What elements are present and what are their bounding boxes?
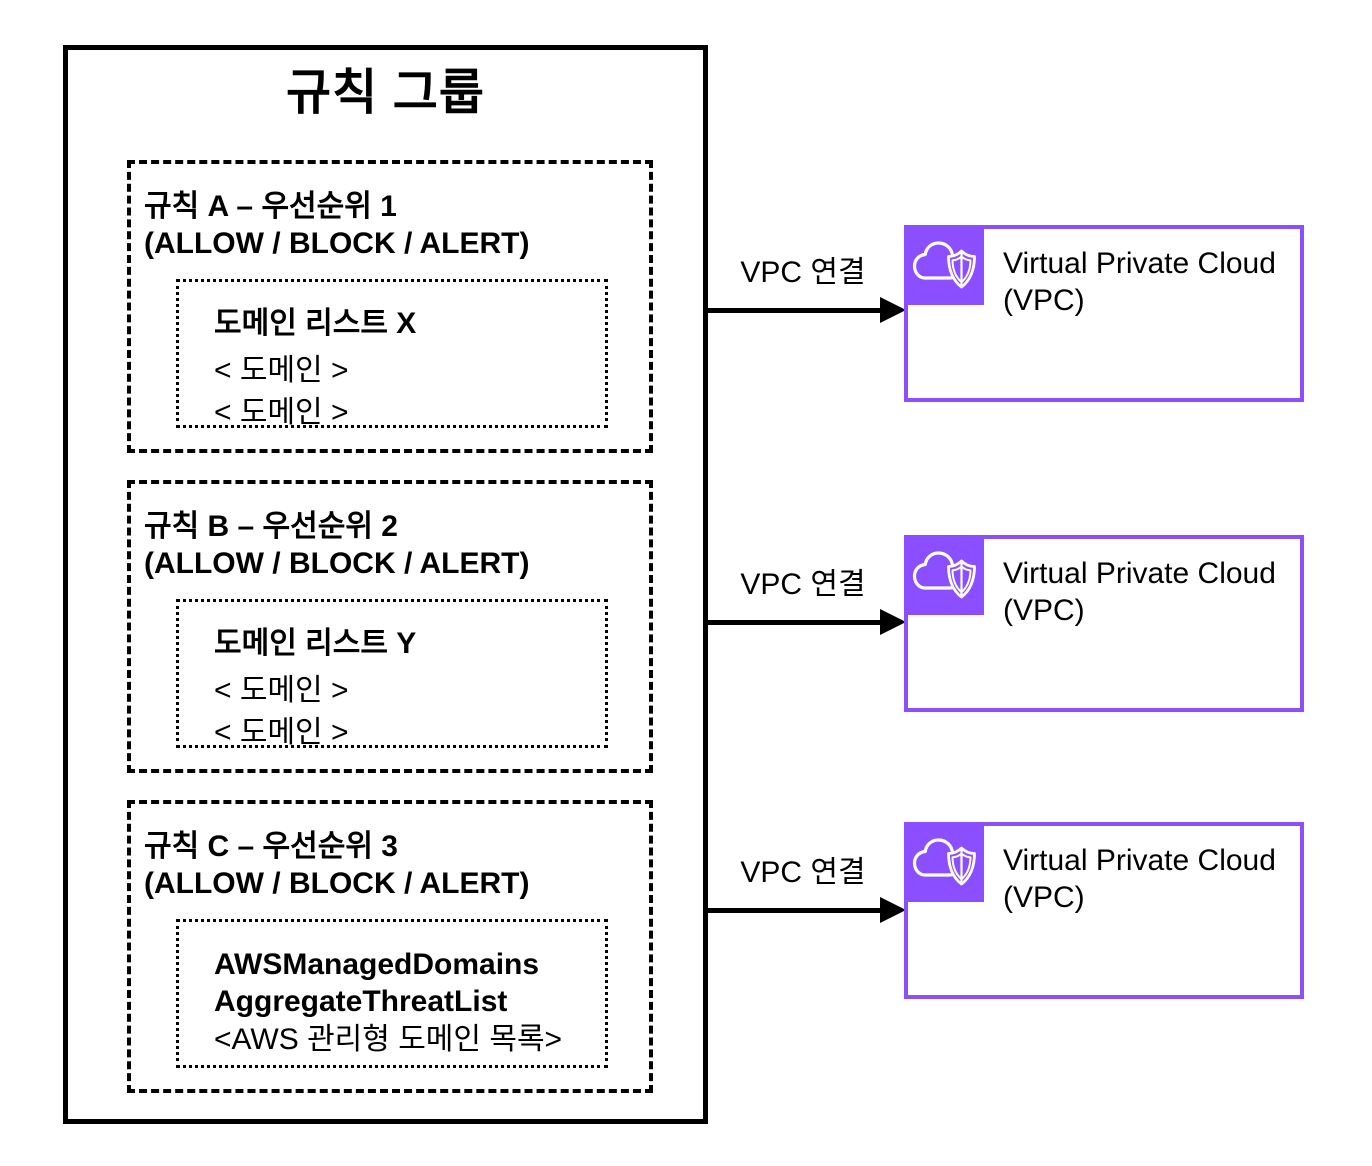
arrow-head-icon [880, 609, 906, 635]
vpc-box-3: Virtual Private Cloud (VPC) [904, 822, 1304, 999]
rule-a-box: 규칙 A – 우선순위 1 (ALLOW / BLOCK / ALERT) 도메… [127, 160, 653, 453]
vpc-label-line: (VPC) [1003, 881, 1085, 914]
vpc-label-line: (VPC) [1003, 284, 1085, 317]
rule-a-actions: (ALLOW / BLOCK / ALERT) [144, 227, 530, 260]
domain-entry: <AWS 관리형 도메인 목록> [214, 1023, 563, 1056]
domain-entry: < 도메인 > [214, 674, 349, 707]
rule-a-title: 규칙 A – 우선순위 1 [144, 190, 397, 223]
rule-c-title: 규칙 C – 우선순위 3 [144, 830, 398, 863]
connection-3-label: VPC 연결 [740, 856, 866, 889]
vpc-label-line: Virtual Private Cloud [1003, 557, 1276, 590]
domain-list-title: AggregateThreatList [214, 985, 508, 1018]
rule-group-title: 규칙 그룹 [286, 66, 485, 120]
vpc-box-2: Virtual Private Cloud (VPC) [904, 535, 1304, 712]
domain-list-title: AWSManagedDomains [214, 948, 540, 981]
rule-b-box: 규칙 B – 우선순위 2 (ALLOW / BLOCK / ALERT) 도메… [127, 480, 653, 773]
domain-list-title: 도메인 리스트 X [214, 307, 417, 340]
vpc-label: Virtual Private Cloud (VPC) [1003, 842, 1276, 916]
rule-c-domain-list-box: AWSManagedDomains AggregateThreatList <A… [176, 919, 608, 1068]
rule-c-box: 규칙 C – 우선순위 3 (ALLOW / BLOCK / ALERT) AW… [127, 800, 653, 1093]
domain-entry: < 도메인 > [214, 716, 349, 749]
arrow-line [708, 308, 884, 313]
cloud-shield-icon [904, 535, 984, 615]
arrow-head-icon [880, 897, 906, 923]
rule-b-actions: (ALLOW / BLOCK / ALERT) [144, 547, 530, 580]
domain-entry: < 도메인 > [214, 396, 349, 429]
domain-list-title: 도메인 리스트 Y [214, 627, 417, 660]
arrow-line [708, 908, 884, 913]
connection-2-label: VPC 연결 [740, 568, 866, 601]
vpc-box-1: Virtual Private Cloud (VPC) [904, 225, 1304, 402]
cloud-shield-icon [904, 225, 984, 305]
rule-a-domain-list-box: 도메인 리스트 X < 도메인 > < 도메인 > [176, 279, 608, 429]
rule-b-title: 규칙 B – 우선순위 2 [144, 510, 398, 543]
vpc-label: Virtual Private Cloud (VPC) [1003, 555, 1276, 629]
rule-b-domain-list-box: 도메인 리스트 Y < 도메인 > < 도메인 > [176, 599, 608, 749]
vpc-label-line: (VPC) [1003, 594, 1085, 627]
rule-c-actions: (ALLOW / BLOCK / ALERT) [144, 867, 530, 900]
rule-a-header: 규칙 A – 우선순위 1 (ALLOW / BLOCK / ALERT) [131, 164, 649, 262]
vpc-label-line: Virtual Private Cloud [1003, 844, 1276, 877]
connection-1-label: VPC 연결 [740, 256, 866, 289]
rule-group-box: 규칙 그룹 규칙 A – 우선순위 1 (ALLOW / BLOCK / ALE… [63, 45, 708, 1124]
arrow-line [708, 620, 884, 625]
rule-c-header: 규칙 C – 우선순위 3 (ALLOW / BLOCK / ALERT) [131, 804, 649, 902]
rule-b-header: 규칙 B – 우선순위 2 (ALLOW / BLOCK / ALERT) [131, 484, 649, 582]
domain-entry: < 도메인 > [214, 354, 349, 387]
cloud-shield-icon [904, 822, 984, 902]
arrow-head-icon [880, 297, 906, 323]
vpc-label-line: Virtual Private Cloud [1003, 247, 1276, 280]
vpc-label: Virtual Private Cloud (VPC) [1003, 245, 1276, 319]
